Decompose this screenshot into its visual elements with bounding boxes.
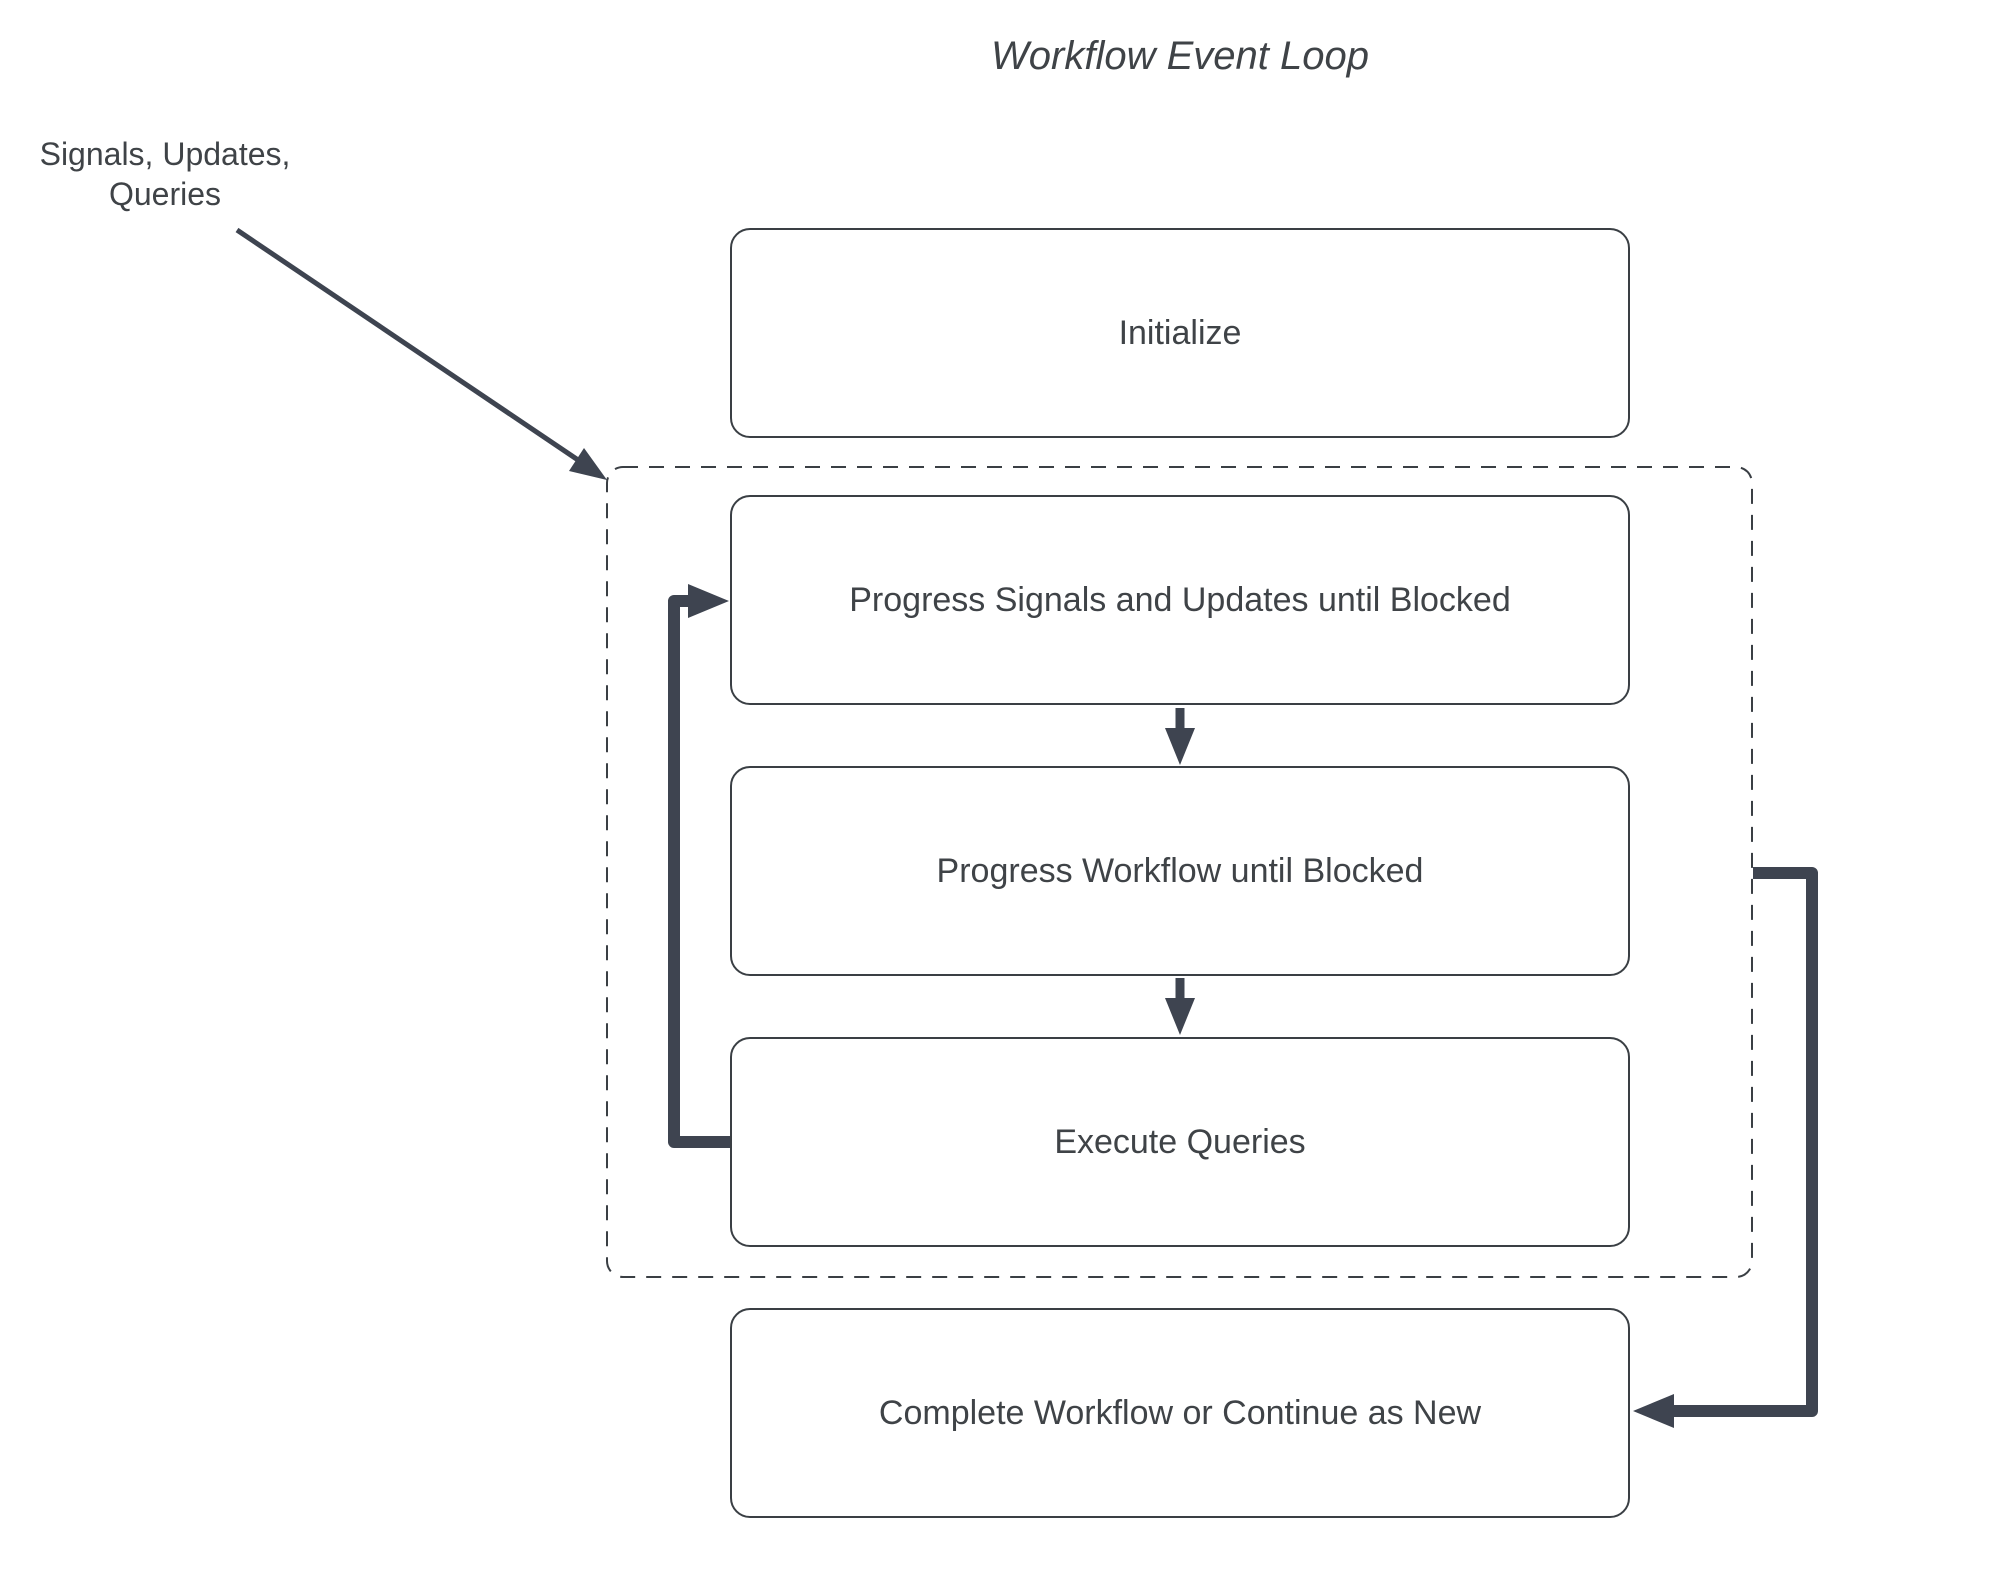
signals-updates-queries-label: Signals, Updates, Queries <box>39 136 291 212</box>
arrow-workflow-to-queries-head-icon <box>1165 998 1195 1035</box>
signals-input-arrowhead-icon <box>569 448 607 480</box>
node-progress-signals-label: Progress Signals and Updates until Block… <box>849 580 1511 619</box>
continue-arrow <box>1674 867 1818 1417</box>
node-execute-queries-label: Execute Queries <box>1054 1122 1306 1161</box>
node-initialize: Initialize <box>730 228 1630 438</box>
arrow-signals-to-workflow-head-icon <box>1165 728 1195 765</box>
node-progress-signals: Progress Signals and Updates until Block… <box>730 495 1630 705</box>
node-progress-workflow-label: Progress Workflow until Blocked <box>936 851 1424 890</box>
node-initialize-label: Initialize <box>1118 313 1242 352</box>
loop-back-arrow <box>668 595 730 1148</box>
signals-input-arrow <box>235 227 583 465</box>
continue-arrowhead-icon <box>1633 1394 1674 1428</box>
diagram-title: Workflow Event Loop <box>991 34 1369 78</box>
node-progress-workflow: Progress Workflow until Blocked <box>730 766 1630 976</box>
loop-back-arrowhead-icon <box>688 584 729 618</box>
node-execute-queries: Execute Queries <box>730 1037 1630 1247</box>
node-complete: Complete Workflow or Continue as New <box>730 1308 1630 1518</box>
node-complete-label: Complete Workflow or Continue as New <box>878 1393 1482 1432</box>
